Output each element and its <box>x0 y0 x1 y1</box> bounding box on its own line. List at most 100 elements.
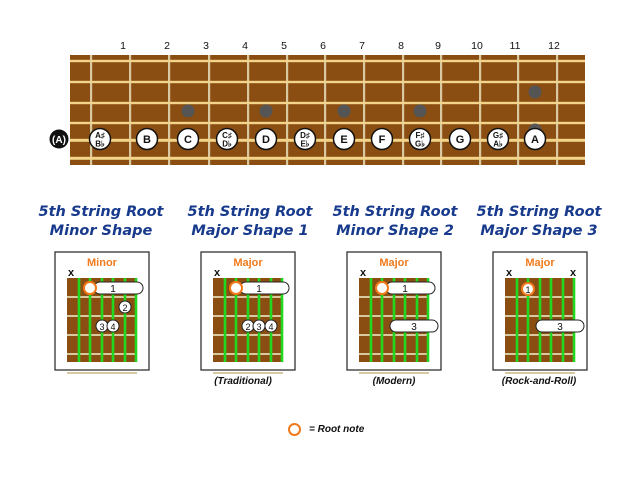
fret-number: 8 <box>398 40 404 52</box>
fret-number: 7 <box>359 40 365 52</box>
fret-wire <box>324 55 327 165</box>
barre-finger-label: 1 <box>256 284 262 295</box>
fret-wire <box>90 55 93 165</box>
note-circle <box>135 127 159 151</box>
finger-number: 2 <box>122 303 127 313</box>
partial-barre-label: 3 <box>411 322 417 333</box>
mute-mark: x <box>360 267 367 279</box>
finger-number: 2 <box>245 322 250 332</box>
mute-mark: x <box>68 267 75 279</box>
root-note-marker <box>375 281 389 295</box>
mute-mark: x <box>570 267 577 279</box>
fret-marker-dot <box>528 85 542 99</box>
mini-string <box>234 278 238 362</box>
shape-title-line2: Major Shape 3 <box>480 223 598 239</box>
guitar-string <box>70 101 585 105</box>
fret-wire <box>208 55 211 165</box>
note-circle <box>254 127 278 151</box>
mute-mark: x <box>506 267 513 279</box>
note-label: B <box>143 134 151 146</box>
shape-title: 5th String Root Major Shape 3 <box>474 203 604 241</box>
barre-bar <box>239 281 290 295</box>
note-label: C <box>184 134 192 146</box>
note-label-flat: E♭ <box>300 140 309 149</box>
fret-number: 11 <box>510 40 521 52</box>
barre-bar <box>385 281 436 295</box>
mini-string <box>134 278 138 362</box>
note-circle <box>293 127 317 151</box>
shape-caption: (Rock-and-Roll) <box>501 376 577 387</box>
mini-string <box>223 278 227 362</box>
root-note-marker <box>521 282 535 296</box>
mini-string <box>88 278 92 362</box>
mini-string <box>526 278 530 362</box>
mute-mark: x <box>214 267 221 279</box>
fret-wire <box>556 55 559 165</box>
note-label: D <box>262 134 270 146</box>
fret-wire <box>363 55 366 165</box>
root-note-marker <box>229 281 243 295</box>
guitar-string <box>70 156 585 160</box>
finger-dot <box>118 300 132 314</box>
fret-number: 5 <box>281 40 287 52</box>
barre-bar <box>93 281 144 295</box>
note-label: G <box>456 134 465 146</box>
shape-title-line1: 5th String Root <box>476 204 602 220</box>
note-label-flat: G♭ <box>415 140 425 149</box>
fret-marker-dot <box>181 104 195 118</box>
note-circle <box>176 127 200 151</box>
note-label-flat: A♭ <box>493 140 503 149</box>
fret-wire <box>168 55 171 165</box>
partial-barre-bar <box>389 319 439 333</box>
note-label-sharp: G♯ <box>493 131 503 140</box>
guitar-string <box>70 121 585 125</box>
note-label: F <box>379 134 386 146</box>
guitar-string <box>70 80 585 84</box>
shape-title: 5th String Root Major Shape 1 <box>185 203 315 241</box>
note-label-flat: B♭ <box>95 140 105 149</box>
fret-number: 3 <box>203 40 209 52</box>
mini-string <box>380 278 384 362</box>
mini-fret-wire <box>505 372 575 374</box>
mini-string <box>123 278 127 362</box>
mini-string <box>369 278 373 362</box>
fret-number: 10 <box>471 40 483 52</box>
finger-dot <box>106 319 120 333</box>
chord-label: Minor <box>87 257 118 269</box>
note-label-sharp: A♯ <box>95 131 105 140</box>
note-circle <box>370 127 394 151</box>
note-label-sharp: D♯ <box>300 131 310 140</box>
open-string-label: (A) <box>52 135 66 146</box>
note-circle <box>448 127 472 151</box>
legend-label: = Root note <box>309 424 365 435</box>
note-circle <box>88 127 112 151</box>
fret-wire <box>286 55 289 165</box>
fret-marker-dot <box>413 104 427 118</box>
fret-marker-dot <box>337 104 351 118</box>
shape-title-line1: 5th String Root <box>332 204 458 220</box>
barre-finger-label: 1 <box>402 284 408 295</box>
shape-title: 5th String Root Minor Shape <box>36 203 166 241</box>
fret-number: 2 <box>164 40 170 52</box>
fret-wire <box>517 55 520 165</box>
note-label-flat: D♭ <box>222 140 232 149</box>
partial-barre-bar <box>535 319 585 333</box>
root-note-marker <box>83 281 97 295</box>
mini-string <box>515 278 519 362</box>
mini-string <box>280 278 284 362</box>
mini-fret-wire <box>359 372 429 374</box>
open-string-badge <box>49 129 69 149</box>
note-label-sharp: C♯ <box>222 131 232 140</box>
fret-number: 6 <box>320 40 326 52</box>
mini-string <box>77 278 81 362</box>
shape-title-line1: 5th String Root <box>187 204 313 220</box>
chord-label: Major <box>379 257 409 269</box>
note-circle <box>523 127 547 151</box>
note-circle <box>332 127 356 151</box>
fret-number: 1 <box>120 40 126 52</box>
shape-title-line2: Minor Shape <box>49 223 153 239</box>
mini-fret-wire <box>67 372 137 374</box>
